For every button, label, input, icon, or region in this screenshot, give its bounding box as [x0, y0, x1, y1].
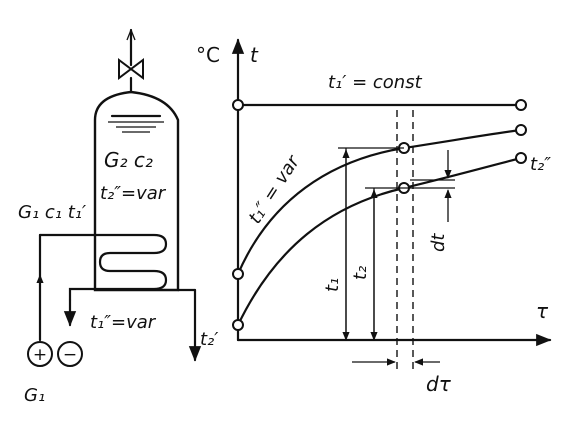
- dim-t2-label: t₂: [350, 266, 371, 280]
- flow-label: G₁: [24, 385, 45, 406]
- primary-curve: [236, 128, 523, 276]
- secondary-temp-label: t₂″=var: [100, 183, 167, 204]
- secondary-end-label: t₂″: [530, 154, 551, 175]
- constant-line-label: t₁′ = const: [328, 72, 423, 93]
- terminal-minus[interactable]: −: [57, 341, 83, 367]
- vessel-body: [93, 90, 180, 292]
- heating-coil: [38, 233, 168, 302]
- primary-outlet-label: t₁″=var: [90, 312, 157, 333]
- y-unit-label: °C: [196, 43, 220, 67]
- y-axis-label: t: [250, 43, 259, 67]
- valve-icon[interactable]: [118, 58, 144, 94]
- dim-dt-label: dt: [428, 233, 449, 252]
- vessel-assembly: + − G₂ c₂ t₂″=var G₁ c₁ t₁′ t₁″=var G₁: [18, 28, 202, 406]
- svg-text:+: +: [33, 345, 47, 365]
- primary-inlet-label: G₁ c₁ t₁′: [18, 202, 86, 223]
- secondary-fluid-label: G₂ c₂: [104, 148, 153, 172]
- x-axis-label: τ: [536, 299, 549, 323]
- dim-t1-label: t₁: [322, 278, 343, 292]
- liquid-surface: [108, 114, 164, 133]
- svg-text:−: −: [63, 345, 77, 365]
- terminal-plus[interactable]: +: [27, 341, 53, 367]
- temperature-graph: °C t τ t₁′ = const t₁″ = var t₂″ t₂′ t₁: [196, 38, 552, 396]
- dim-dtau-label: dτ: [426, 372, 452, 396]
- secondary-curve: [236, 156, 523, 327]
- secondary-start-label: t₂′: [200, 329, 218, 350]
